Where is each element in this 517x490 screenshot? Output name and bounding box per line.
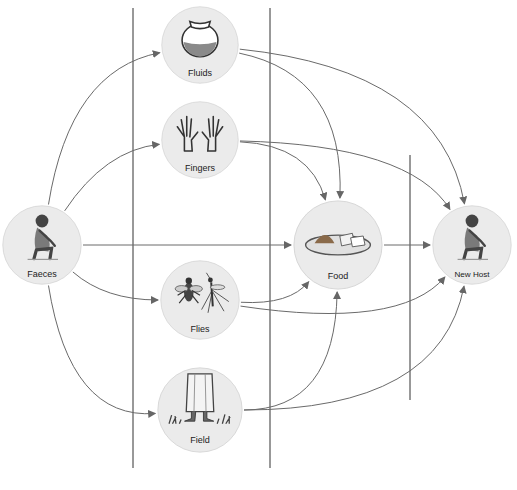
- transmission-arrow: [73, 272, 158, 300]
- transmission-arrow: [83, 245, 291, 246]
- node-label-wrap: Faeces: [2, 263, 82, 281]
- transmission-arrow: [244, 292, 337, 410]
- node-label: Fluids: [188, 68, 212, 79]
- node-label-wrap: Food: [293, 265, 383, 283]
- node-label-wrap: Field: [157, 429, 243, 447]
- node-label: Fingers: [185, 163, 215, 174]
- circle-node: Flies: [160, 260, 240, 340]
- node-label-wrap: Flies: [160, 318, 240, 336]
- node-label-wrap: New Host: [432, 263, 512, 281]
- barrier-line: [270, 8, 271, 468]
- node-label: Faeces: [27, 269, 57, 280]
- barrier-line: [133, 8, 134, 468]
- transmission-arrow: [48, 285, 155, 413]
- transmission-arrow: [240, 141, 450, 209]
- circle-node: Food: [293, 200, 383, 290]
- transmission-arrow: [241, 282, 309, 303]
- transmission-arrow: [65, 144, 160, 211]
- transmission-arrow: [240, 49, 465, 204]
- transmission-arrow: [384, 245, 430, 246]
- circle-node: Fingers: [161, 101, 239, 179]
- barrier-line: [410, 155, 411, 400]
- node-label: Flies: [190, 324, 209, 335]
- node-label: Food: [328, 271, 349, 282]
- transmission-arrow: [244, 286, 464, 410]
- transmission-arrow: [240, 142, 325, 200]
- circle-node: Faeces: [2, 205, 82, 285]
- transmission-arrow: [239, 53, 340, 198]
- circle-node: New Host: [432, 205, 512, 285]
- circle-node: Field: [157, 367, 243, 453]
- node-label-wrap: Fluids: [161, 62, 239, 80]
- node-label-wrap: Fingers: [161, 157, 239, 175]
- transmission-arrow: [48, 53, 159, 205]
- node-label: Field: [190, 435, 210, 446]
- circle-node: Fluids: [161, 6, 239, 84]
- node-label: New Host: [454, 270, 489, 280]
